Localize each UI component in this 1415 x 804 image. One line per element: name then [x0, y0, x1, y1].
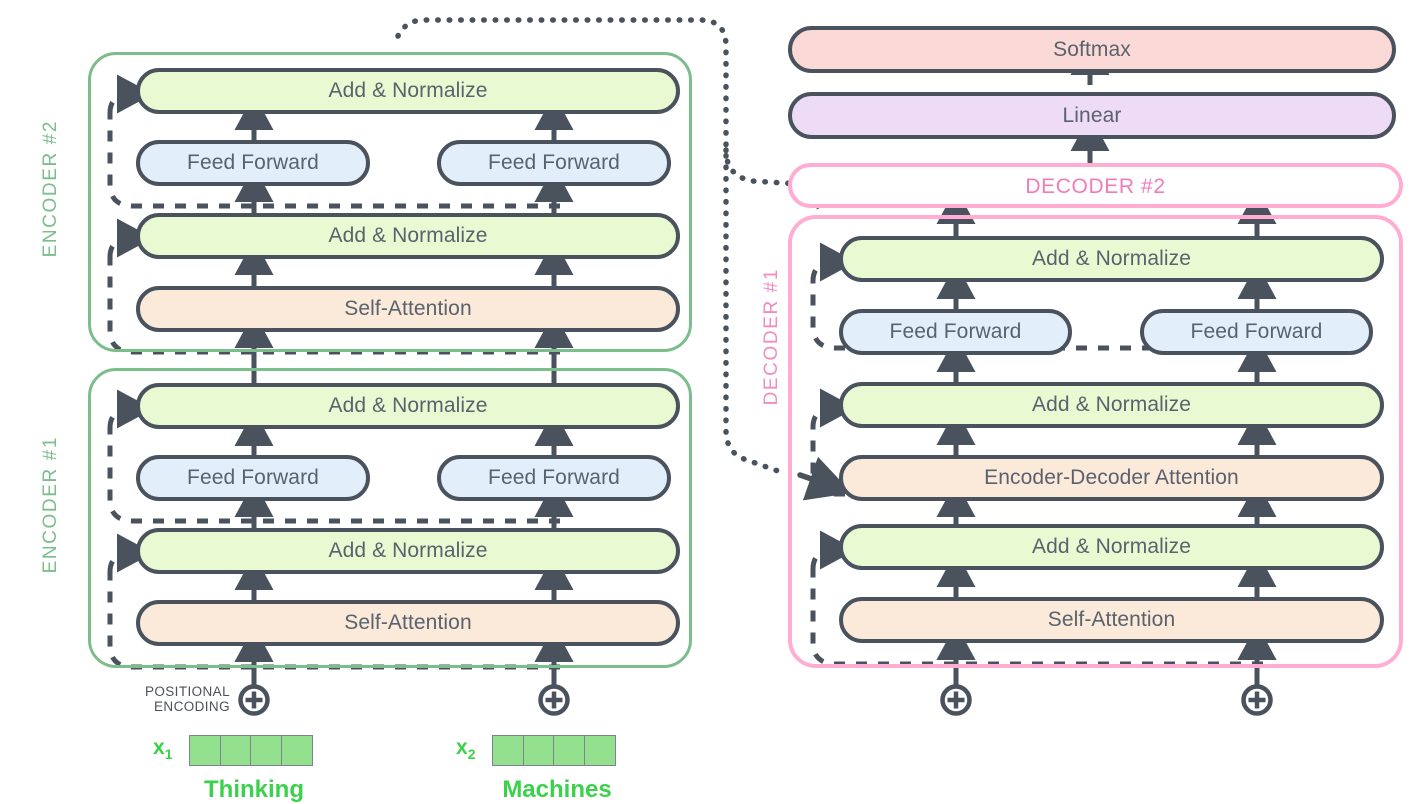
- encoder-1-add-norm-top[interactable]: Add & Normalize: [136, 383, 680, 429]
- encoder-2-feed-forward-2[interactable]: Feed Forward: [437, 140, 671, 186]
- positional-encoding-line-2: ENCODING: [154, 699, 230, 714]
- vector-cell: [280, 735, 313, 766]
- decoder-2-container[interactable]: [788, 163, 1403, 208]
- decoder-1-label: DECODER #1: [761, 268, 782, 406]
- embedding-label-x1: x1: [153, 736, 173, 763]
- encoder-2-container: [88, 52, 692, 352]
- softmax-block[interactable]: Softmax: [788, 26, 1396, 73]
- encoder-1-add-norm-bottom[interactable]: Add & Normalize: [136, 528, 680, 574]
- decoder-1-add-norm-middle[interactable]: Add & Normalize: [839, 382, 1384, 428]
- decoder-1-add-norm-bottom[interactable]: Add & Normalize: [839, 524, 1384, 570]
- embedding-vector-x1: [189, 735, 313, 766]
- vector-cell: [583, 735, 616, 766]
- decoder-1-feed-forward-2[interactable]: Feed Forward: [1140, 309, 1373, 355]
- encoder-1-feed-forward-2[interactable]: Feed Forward: [437, 455, 671, 501]
- vector-cell: [522, 735, 555, 766]
- vector-cell: [553, 735, 585, 766]
- encoder-2-self-attention[interactable]: Self-Attention: [136, 286, 680, 332]
- linear-block[interactable]: Linear: [788, 92, 1396, 139]
- decoder-1-add-norm-top[interactable]: Add & Normalize: [839, 236, 1384, 282]
- input-word-1: Thinking: [204, 776, 304, 803]
- encoder-2-feed-forward-1[interactable]: Feed Forward: [136, 140, 370, 186]
- input-word-2: Machines: [502, 776, 612, 803]
- decoder-1-feed-forward-1[interactable]: Feed Forward: [839, 309, 1072, 355]
- vector-cell: [492, 735, 524, 766]
- encoder-1-label: ENCODER #1: [40, 436, 61, 574]
- encoder-1-feed-forward-1[interactable]: Feed Forward: [136, 455, 370, 501]
- encoder-1-self-attention[interactable]: Self-Attention: [136, 600, 680, 646]
- encoder-2-add-norm-top[interactable]: Add & Normalize: [136, 68, 680, 114]
- plus-circle-icon-enc-1: [238, 684, 270, 716]
- vector-cell: [250, 735, 282, 766]
- plus-circle-icon-enc-2: [538, 684, 570, 716]
- plus-circle-icon-dec-2: [1241, 684, 1273, 716]
- decoder-1-self-attention[interactable]: Self-Attention: [839, 597, 1384, 643]
- positional-encoding-caption: POSITIONAL ENCODING: [134, 684, 230, 714]
- decoder-1-container: [788, 215, 1403, 668]
- embedding-label-x2: x2: [456, 736, 476, 763]
- decoder-1-encoder-decoder-attention[interactable]: Encoder-Decoder Attention: [839, 455, 1384, 501]
- decoder-2-label: DECODER #2: [1025, 175, 1166, 198]
- encoder-1-container: [88, 368, 692, 668]
- vector-cell: [189, 735, 221, 766]
- embedding-vector-x2: [492, 735, 616, 766]
- encoder-2-label: ENCODER #2: [40, 120, 61, 258]
- plus-circle-icon-dec-1: [940, 684, 972, 716]
- vector-cell: [219, 735, 252, 766]
- encoder-2-add-norm-bottom[interactable]: Add & Normalize: [136, 213, 680, 259]
- positional-encoding-line-1: POSITIONAL: [144, 684, 230, 699]
